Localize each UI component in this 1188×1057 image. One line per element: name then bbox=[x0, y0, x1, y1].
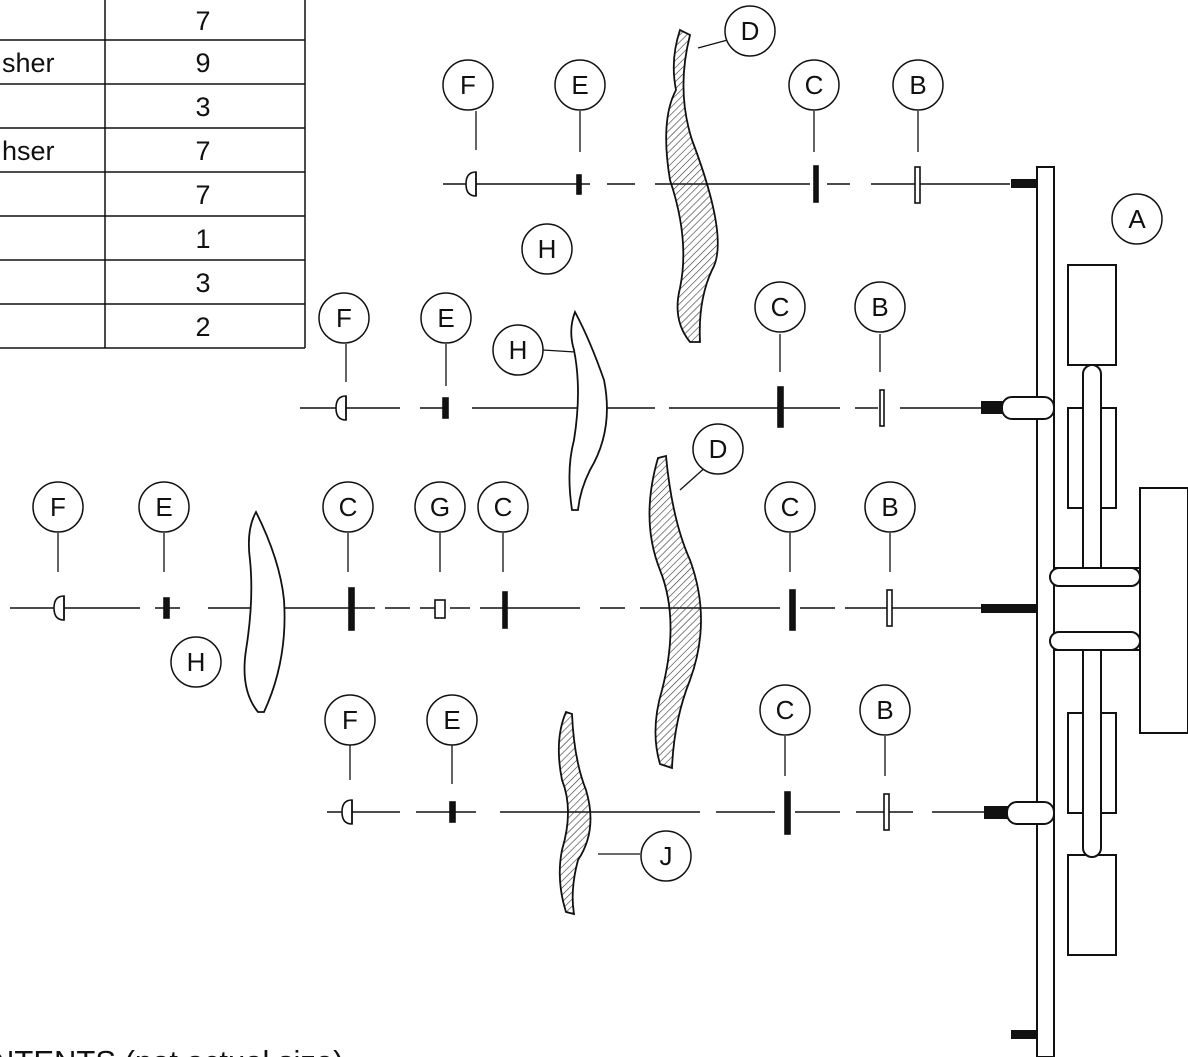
callout-h1: H bbox=[538, 234, 557, 264]
callout-c1-circle bbox=[788, 59, 840, 111]
callout-bubbles bbox=[32, 5, 1163, 882]
callout-e4: E bbox=[443, 705, 460, 735]
table-row-5-qty: 1 bbox=[195, 224, 210, 254]
callout-f2-circle bbox=[318, 292, 370, 344]
callout-c4: C bbox=[776, 695, 795, 725]
callout-c3a-circle bbox=[322, 481, 374, 533]
callout-f3: F bbox=[50, 492, 66, 522]
callout-c4-circle bbox=[759, 684, 811, 736]
callout-g3: G bbox=[430, 492, 450, 522]
row-1-hardware bbox=[465, 165, 921, 204]
callout-e4-circle bbox=[426, 694, 478, 746]
table-row-1-qty: 9 bbox=[195, 48, 210, 78]
callout-h3-circle bbox=[170, 636, 222, 688]
nut-e-1 bbox=[576, 174, 582, 195]
callout-e3: E bbox=[155, 492, 172, 522]
callout-c3b-circle bbox=[477, 481, 529, 533]
callout-b1: B bbox=[909, 70, 926, 100]
row-4-hardware bbox=[341, 791, 890, 835]
callout-b4-circle bbox=[859, 684, 911, 736]
shade-h-left bbox=[243, 510, 286, 713]
washer-c-1 bbox=[813, 165, 819, 203]
nut-e-3 bbox=[163, 597, 170, 619]
washer-c-3a bbox=[348, 587, 355, 631]
callout-a-circle bbox=[1111, 193, 1163, 245]
shade-d-top bbox=[665, 28, 719, 343]
callout-e2: E bbox=[437, 303, 454, 333]
callout-b2-circle bbox=[854, 281, 906, 333]
washer-b-1 bbox=[914, 166, 921, 204]
table-row-2-qty: 3 bbox=[195, 92, 210, 122]
callout-c2-circle bbox=[754, 281, 806, 333]
callout-d1-circle bbox=[724, 5, 776, 57]
table-row-6-qty: 3 bbox=[195, 268, 210, 298]
table-row-3-name: hser bbox=[2, 136, 55, 166]
shade-h-upper bbox=[568, 309, 608, 511]
callout-e1: E bbox=[571, 70, 588, 100]
callout-letters: A D F E C B H F E H C B D F E C G C C B … bbox=[50, 16, 1146, 871]
shade-j bbox=[557, 710, 592, 916]
callout-e2-circle bbox=[420, 292, 472, 344]
callout-f4: F bbox=[342, 705, 358, 735]
parts-table-text: 7 sher 9 3 hser 7 7 1 3 2 bbox=[2, 6, 211, 342]
washer-c-3b bbox=[502, 591, 508, 629]
callout-h2: H bbox=[509, 335, 528, 365]
table-row-1-name: sher bbox=[2, 48, 55, 78]
callout-c3a: C bbox=[339, 492, 358, 522]
nut-e-2 bbox=[442, 397, 449, 419]
callout-f1: F bbox=[460, 70, 476, 100]
callout-e3-circle bbox=[138, 481, 190, 533]
callout-f3-circle bbox=[32, 481, 84, 533]
row-2-hardware bbox=[335, 386, 885, 428]
fixture-body bbox=[981, 166, 1188, 1057]
table-row-0-qty: 7 bbox=[195, 6, 210, 36]
callout-f4-circle bbox=[324, 694, 376, 746]
callout-d2: D bbox=[709, 434, 728, 464]
finial-f-1 bbox=[465, 171, 477, 197]
callout-j: J bbox=[660, 841, 673, 871]
finial-f-4 bbox=[341, 799, 353, 825]
callout-a: A bbox=[1128, 204, 1146, 234]
callout-d1: D bbox=[741, 16, 760, 46]
callout-b3: B bbox=[881, 492, 898, 522]
callout-b3-circle bbox=[864, 481, 916, 533]
callout-j-circle bbox=[640, 830, 692, 882]
callout-b1-circle bbox=[892, 59, 944, 111]
contents-caption: NTENTS (not actual size) bbox=[0, 1044, 343, 1057]
callout-h1-circle bbox=[521, 223, 573, 275]
callout-c3c: C bbox=[781, 492, 800, 522]
callout-d2-circle bbox=[692, 423, 744, 475]
callout-b2: B bbox=[871, 292, 888, 322]
parts-table bbox=[0, 0, 306, 349]
washer-b-3 bbox=[886, 589, 893, 627]
callout-c3b: C bbox=[494, 492, 513, 522]
callout-b4: B bbox=[876, 695, 893, 725]
table-row-4-qty: 7 bbox=[195, 180, 210, 210]
washer-c-2 bbox=[777, 386, 784, 428]
callout-e1-circle bbox=[554, 59, 606, 111]
callout-c2: C bbox=[771, 292, 790, 322]
finial-f-3 bbox=[53, 595, 65, 621]
callout-h2-circle bbox=[492, 324, 544, 376]
washer-b-4 bbox=[883, 793, 890, 831]
table-row-3-qty: 7 bbox=[195, 136, 210, 166]
washer-c-3c bbox=[789, 589, 796, 631]
row-3-hardware bbox=[53, 587, 893, 631]
shade-d-middle bbox=[648, 454, 702, 770]
spacer-g-3 bbox=[434, 599, 446, 619]
callout-h3: H bbox=[187, 647, 206, 677]
glass-shades bbox=[243, 28, 719, 916]
washer-c-4 bbox=[784, 791, 791, 835]
callout-g3-circle bbox=[414, 481, 466, 533]
callout-c1: C bbox=[805, 70, 824, 100]
callout-c3c-circle bbox=[764, 481, 816, 533]
callout-f1-circle bbox=[442, 59, 494, 111]
table-row-7-qty: 2 bbox=[195, 312, 210, 342]
finial-f-2 bbox=[335, 395, 347, 421]
nut-e-4 bbox=[449, 801, 456, 823]
callout-f2: F bbox=[336, 303, 352, 333]
washer-b-2 bbox=[879, 389, 885, 427]
